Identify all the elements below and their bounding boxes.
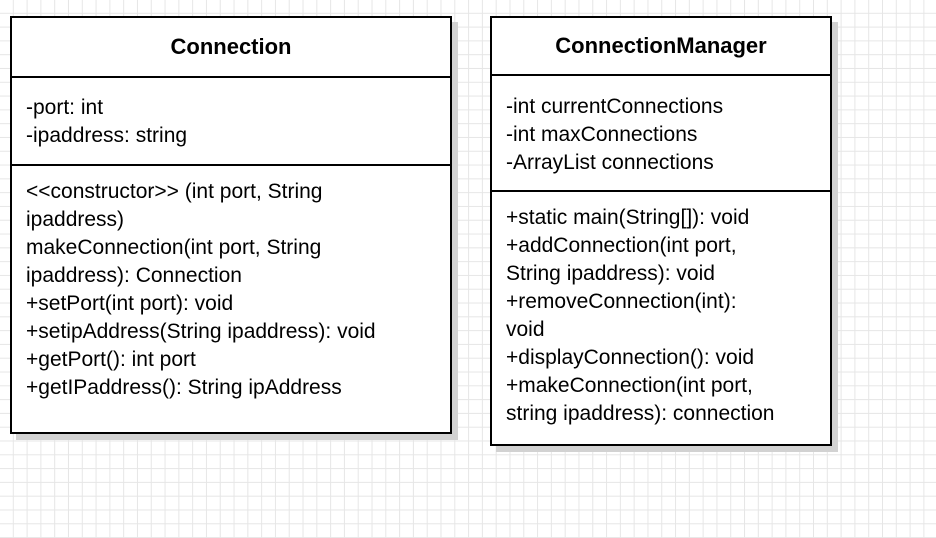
class-name: Connection bbox=[12, 18, 450, 78]
operation: makeConnection(int port, String bbox=[26, 236, 322, 259]
attribute: -ipaddress: string bbox=[26, 124, 188, 147]
operation: +setipAddress(String ipaddress): void bbox=[26, 320, 376, 343]
attribute: -ArrayList connections bbox=[506, 151, 714, 174]
operations-compartment: +static main(String[]): void +addConnect… bbox=[492, 192, 830, 428]
attribute: -port: int bbox=[26, 96, 104, 119]
class-box-connection[interactable]: Connection -port: int -ipaddress: string… bbox=[10, 16, 452, 434]
operation: +getIPaddress(): String ipAddress bbox=[26, 376, 342, 399]
attributes-compartment: -int currentConnections -int maxConnecti… bbox=[492, 76, 830, 192]
operation: +static main(String[]): void bbox=[506, 206, 750, 229]
operation: ipaddress) bbox=[26, 208, 125, 231]
operation: +displayConnection(): void bbox=[506, 346, 755, 369]
attributes-compartment: -port: int -ipaddress: string bbox=[12, 78, 450, 166]
operation: +addConnection(int port, bbox=[506, 234, 737, 257]
operation: ipaddress): Connection bbox=[26, 264, 242, 287]
operation: +setPort(int port): void bbox=[26, 292, 234, 315]
operation: +getPort(): int port bbox=[26, 348, 196, 371]
operation: string ipaddress): connection bbox=[506, 402, 775, 425]
operation: +removeConnection(int): bbox=[506, 290, 737, 313]
operation: String ipaddress): void bbox=[506, 262, 715, 285]
class-box-connection-manager[interactable]: ConnectionManager -int currentConnection… bbox=[490, 16, 832, 446]
attribute: -int maxConnections bbox=[506, 123, 698, 146]
operation: void bbox=[506, 318, 545, 341]
operation: +makeConnection(int port, bbox=[506, 374, 753, 397]
attribute: -int currentConnections bbox=[506, 95, 724, 118]
operations-compartment: <<constructor>> (int port, String ipaddr… bbox=[12, 166, 450, 402]
operation: <<constructor>> (int port, String bbox=[26, 180, 323, 203]
class-name: ConnectionManager bbox=[492, 18, 830, 76]
